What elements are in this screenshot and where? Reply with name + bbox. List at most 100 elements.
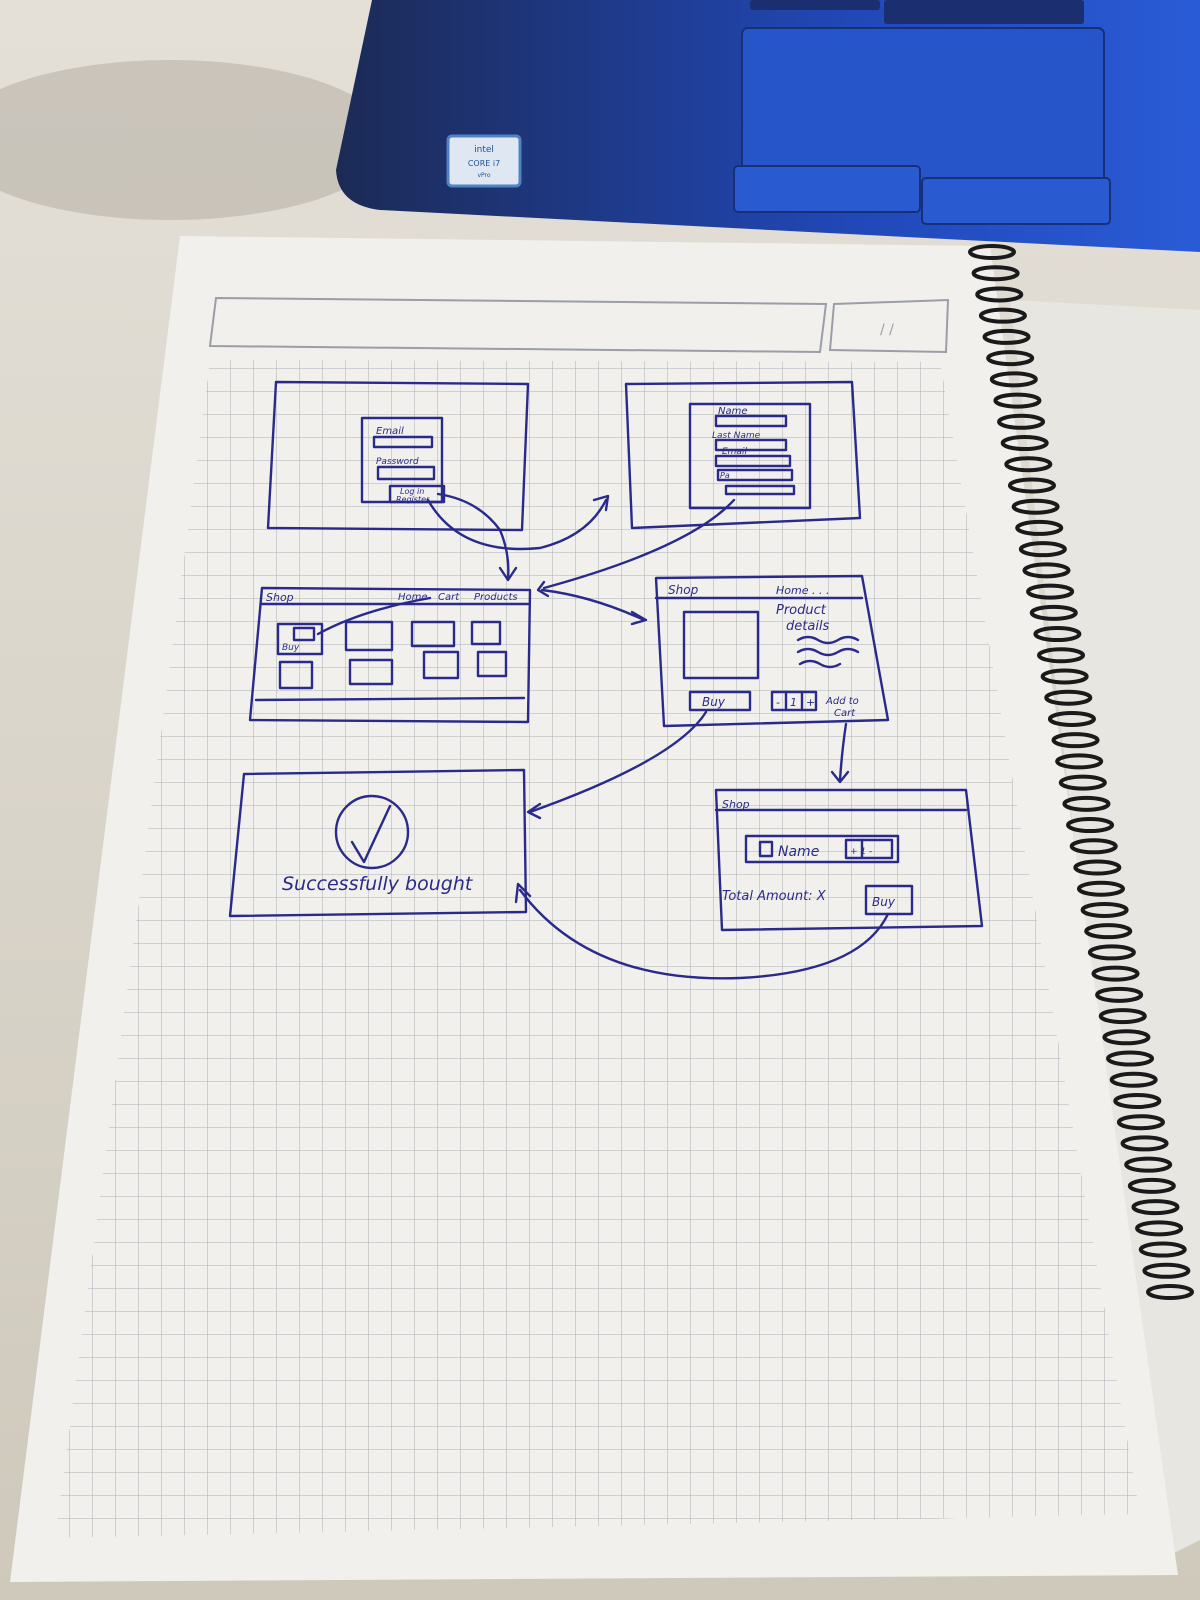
product-qty-minus: - (776, 696, 780, 709)
spiral-coil (1120, 1135, 1169, 1152)
arrow-buy-to-success (528, 710, 708, 814)
sticker-brand: intel (474, 145, 494, 155)
register-password-label: Pa (720, 471, 730, 480)
laptop-left-button (733, 165, 921, 213)
spiral-coil (1087, 944, 1136, 961)
laptop-touchpad (741, 27, 1105, 189)
cart-item-row (744, 834, 900, 864)
success-checkmark-icon (350, 804, 392, 864)
register-password-input (716, 468, 794, 482)
cart-total-label: Total Amount: X (722, 889, 827, 904)
product-card (276, 622, 324, 656)
spiral-coil (1007, 477, 1056, 494)
spiral-coil (1055, 753, 1104, 770)
spiral-coil (1015, 519, 1064, 536)
spiral-coil (1040, 668, 1089, 685)
spiral-coil (1095, 986, 1144, 1003)
header-date: / / (880, 322, 894, 338)
spiral-coil (1029, 604, 1078, 621)
spiral-coil (1131, 1199, 1180, 1216)
flow-arrows (316, 492, 890, 980)
product-card (410, 620, 456, 648)
register-name-input (714, 414, 788, 428)
spiral-coil (1022, 562, 1071, 579)
cart-item-checkbox (758, 840, 774, 858)
spiral-coil (1051, 732, 1100, 749)
product-card (278, 660, 314, 690)
spiral-coil (1062, 795, 1111, 812)
laptop-key (750, 0, 880, 10)
spiral-coil (982, 328, 1031, 345)
arrow-cart-buy-to-success (518, 888, 890, 980)
success-screen (228, 768, 528, 918)
header-date-field (828, 298, 950, 354)
spiral-coil (1138, 1241, 1187, 1258)
success-check-circle (334, 794, 410, 870)
register-submit-input (724, 484, 796, 496)
shop-nav-products: Products (474, 592, 518, 603)
register-screen (624, 380, 862, 530)
spiral-coil (1069, 838, 1118, 855)
spiral-coil (993, 392, 1042, 409)
product-qty-plus: + (806, 696, 815, 709)
register-email-label: Email (722, 447, 747, 457)
product-card (348, 658, 394, 686)
spiral-coil (1098, 1008, 1147, 1025)
product-image-box (682, 610, 760, 680)
spiral-coil (1058, 774, 1107, 791)
add-to-cart-line1: Add to (825, 696, 859, 707)
spiral-coil (1106, 1050, 1155, 1067)
desk-shadow (0, 60, 390, 220)
spiral-coil (968, 244, 1016, 260)
spiral-coil (1011, 498, 1060, 515)
laptop-right-button (921, 177, 1111, 225)
spiral-coil (1116, 1114, 1165, 1131)
success-message: Successfully bought (282, 873, 474, 895)
arrow-shop-to-product (540, 588, 646, 622)
spiral-coil (1109, 1071, 1158, 1088)
arrow-product-card-to-shop-header (316, 596, 432, 636)
wireframe-sketch (228, 380, 984, 980)
cart-buy-label: Buy (872, 895, 896, 909)
spiral-coil (1044, 689, 1093, 706)
notebook-page: / / (10, 236, 1178, 1582)
arrow-add-to-cart (838, 722, 848, 782)
spiral-coil (989, 371, 1038, 388)
spiral-coil (1124, 1156, 1173, 1173)
laptop: intel CORE i7 vPro (336, 0, 1200, 252)
product-qty-stepper (770, 690, 818, 712)
spiral-coil (1146, 1284, 1194, 1300)
product-details-screen (654, 574, 890, 728)
spiral-coil (978, 307, 1027, 324)
spiral-coil (1066, 817, 1115, 834)
spiral-coil (1004, 456, 1053, 473)
spiral-coil (1091, 965, 1140, 982)
product-card (470, 620, 502, 646)
spiral-coil (1076, 880, 1125, 897)
sticker-line: CORE i7 (468, 159, 500, 168)
product-details-line2: details (786, 619, 830, 634)
shop-title: Shop (266, 591, 294, 604)
shop-card-buy-label: Buy (282, 643, 300, 653)
login-password-label: Password (376, 457, 419, 467)
product-qty-value: 1 (790, 696, 797, 709)
product-shop-title: Shop (668, 583, 699, 597)
product-card (422, 650, 460, 680)
spiral-coil (997, 413, 1046, 430)
register-link-label: Register (396, 495, 430, 504)
spiral-coil (1142, 1262, 1191, 1279)
spiral-coil (1037, 647, 1086, 664)
spiral-coil (1000, 435, 1049, 452)
cart-item-stepper (844, 838, 894, 860)
login-button-label: Log in (400, 487, 424, 496)
shop-nav-cart: Cart (438, 592, 460, 603)
login-screen (266, 380, 530, 532)
arrow-login-to-register (426, 498, 608, 551)
spiral-binding (968, 244, 1194, 1300)
shop-screen (248, 586, 532, 724)
laptop-key (884, 0, 1084, 24)
cart-shop-title: Shop (722, 798, 750, 811)
product-buy-label: Buy (702, 695, 726, 709)
spiral-coil (975, 286, 1024, 303)
